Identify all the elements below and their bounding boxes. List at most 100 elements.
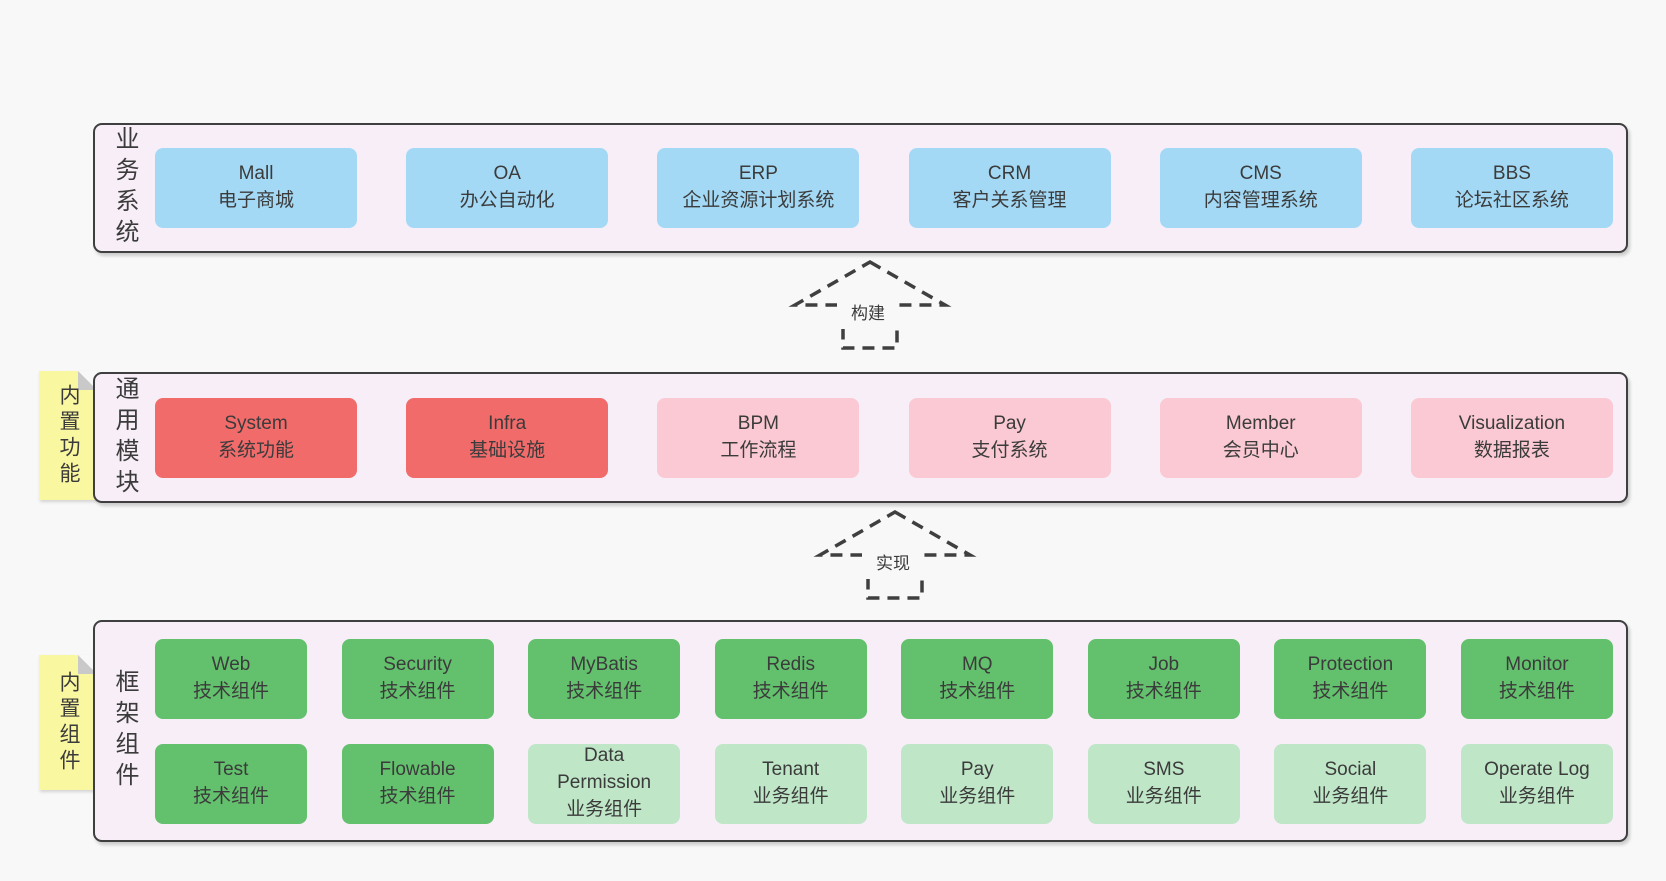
box-subtitle: 业务组件 <box>566 798 643 820</box>
sticky-note-label: 内置功能 <box>57 383 80 488</box>
box-subtitle: 技术组件 <box>1312 680 1389 702</box>
box-subtitle: 业务组件 <box>1312 785 1389 807</box>
folded-corner <box>78 655 97 674</box>
box-mq: MQ 技术组件 <box>901 638 1054 719</box>
box-subtitle: 技术组件 <box>939 680 1016 702</box>
implement-arrow-icon: 实现 <box>813 509 977 600</box>
box-social: Social 业务组件 <box>1274 743 1427 824</box>
band-label: 业务系统 <box>111 126 138 250</box>
box-title: Flowable <box>379 758 456 780</box>
box-title: Monitor <box>1505 653 1569 675</box>
box-flowable: Flowable 技术组件 <box>341 743 494 824</box>
box-subtitle: 业务组件 <box>752 785 829 807</box>
box-subtitle: 数据报表 <box>1473 439 1550 461</box>
implement-arrow-label: 实现 <box>876 554 910 573</box>
box-title: Mall <box>238 163 274 185</box>
box-title: Test <box>213 758 249 780</box>
box-title: CMS <box>1239 163 1282 185</box>
box-subtitle: 论坛社区系统 <box>1454 190 1569 211</box>
box-tenant: Tenant 业务组件 <box>714 743 867 824</box>
sticky-note-built-in-features: 内置功能 <box>39 371 97 500</box>
box-security: Security 技术组件 <box>341 638 494 719</box>
box-title: System <box>224 412 288 434</box>
box-title: Data Permission <box>557 745 652 794</box>
box-test: Test 技术组件 <box>155 743 307 824</box>
band-common-modules: 通用模块 System 系统功能 Infra 基础设施 BPM 工作流程 Pay 支付系统 Me… <box>93 372 1628 503</box>
box-subtitle: 系统功能 <box>217 439 294 461</box>
box-title: Pay <box>960 758 994 780</box>
box-visualization: Visualization 数据报表 <box>1410 397 1613 478</box>
box-cms: CMS 内容管理系统 <box>1159 148 1362 228</box>
box-web: Web 技术组件 <box>155 638 307 719</box>
box-subtitle: 技术组件 <box>379 785 456 807</box>
box-title: OA <box>493 163 521 185</box>
box-title: ERP <box>738 163 778 185</box>
box-mybatis: MyBatis 技术组件 <box>528 638 681 719</box>
box-title: Infra <box>488 412 527 434</box>
box-title: MyBatis <box>570 653 638 675</box>
box-subtitle: 电子商城 <box>217 190 294 211</box>
box-title: Social <box>1324 758 1377 780</box>
box-title: Tenant <box>762 758 820 780</box>
band-label: 框架组件 <box>111 669 138 793</box>
box-subtitle: 会员中心 <box>1222 439 1299 461</box>
box-subtitle: 技术组件 <box>1125 680 1202 702</box>
box-title: Security <box>383 653 452 675</box>
box-erp: ERP 企业资源计划系统 <box>657 148 860 228</box>
box-pay: Pay 支付系统 <box>908 397 1111 478</box>
box-subtitle: 工作流程 <box>720 439 797 461</box>
box-title: Protection <box>1307 653 1394 675</box>
box-system: System 系统功能 <box>155 397 357 478</box>
box-subtitle: 企业资源计划系统 <box>682 190 835 211</box>
box-data-permission: Data Permission 业务组件 <box>528 743 681 824</box>
band-framework-components: 框架组件 Web 技术组件 Security 技术组件 MyBatis 技术组件 Redis… <box>93 620 1628 842</box>
box-subtitle: 技术组件 <box>1498 680 1575 702</box>
box-subtitle: 技术组件 <box>379 680 456 702</box>
box-bpm: BPM 工作流程 <box>657 397 860 478</box>
box-subtitle: 技术组件 <box>566 680 643 702</box>
box-title: Redis <box>766 653 815 675</box>
build-arrow-label: 构建 <box>851 304 885 323</box>
box-title: Job <box>1148 653 1180 675</box>
box-subtitle: 技术组件 <box>192 785 269 807</box>
box-crm: CRM 客户关系管理 <box>908 148 1111 228</box>
box-title: Pay <box>993 412 1026 434</box>
box-title: BPM <box>737 412 779 434</box>
box-title: Web <box>211 653 251 675</box>
box-subtitle: 客户关系管理 <box>952 190 1067 211</box>
box-operate-log: Operate Log 业务组件 <box>1460 743 1613 824</box>
box-title: Visualization <box>1458 412 1566 434</box>
build-arrow-icon: 构建 <box>788 259 952 350</box>
box-monitor: Monitor 技术组件 <box>1460 638 1613 719</box>
box-subtitle: 业务组件 <box>1498 785 1575 807</box>
box-subtitle: 基础设施 <box>469 439 546 461</box>
box-title: CRM <box>987 163 1032 185</box>
folded-corner <box>78 371 97 390</box>
box-job: Job 技术组件 <box>1087 638 1240 719</box>
box-subtitle: 支付系统 <box>971 439 1048 461</box>
sticky-note-built-in-components: 内置组件 <box>39 655 97 790</box>
box-subtitle: 技术组件 <box>192 680 269 702</box>
box-subtitle: 内容管理系统 <box>1203 190 1318 211</box>
box-title: Operate Log <box>1484 758 1590 780</box>
box-infra: Infra 基础设施 <box>406 397 609 478</box>
box-title: MQ <box>961 653 993 675</box>
sticky-note-label: 内置组件 <box>57 670 80 775</box>
band-label: 通用模块 <box>111 375 138 500</box>
box-subtitle: 业务组件 <box>1125 785 1202 807</box>
